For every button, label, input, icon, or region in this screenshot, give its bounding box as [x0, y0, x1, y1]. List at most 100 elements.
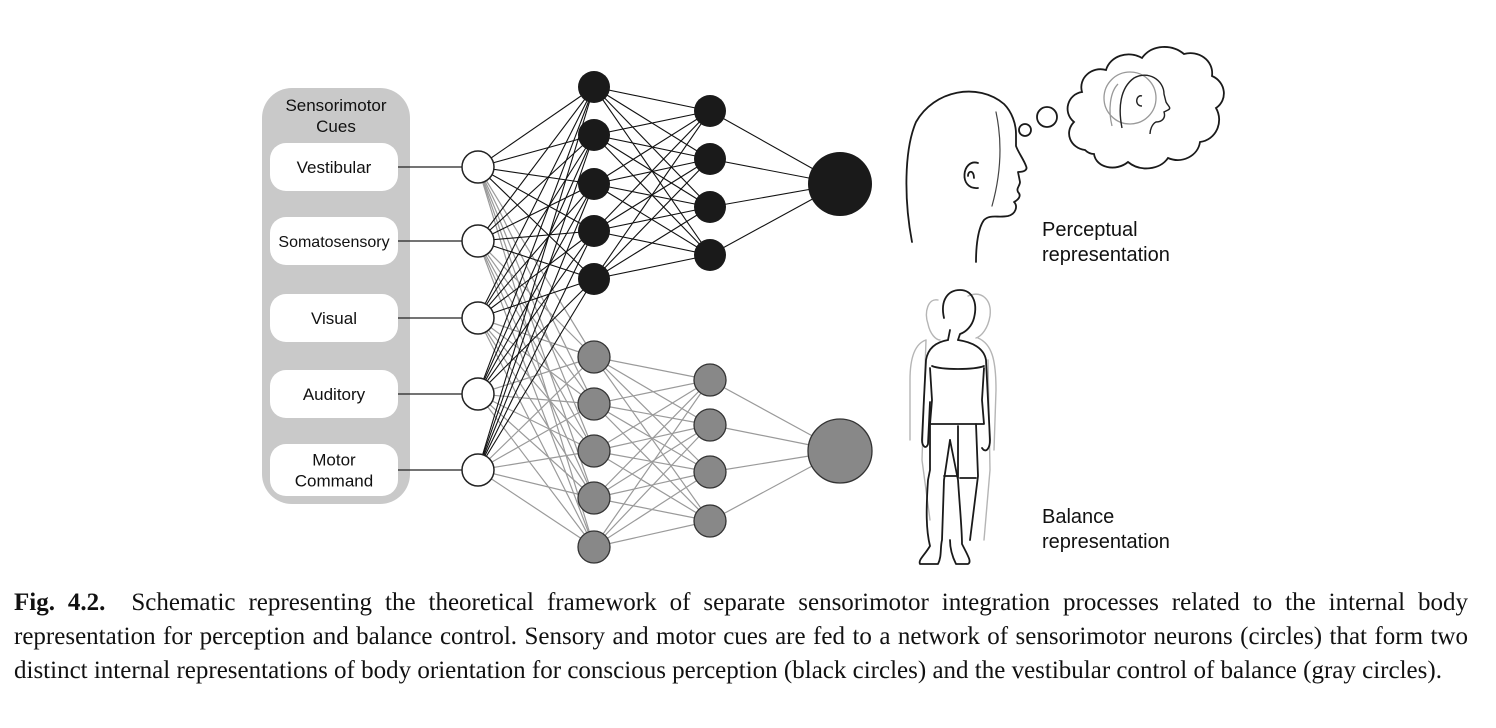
edge-input-to-perception: [477, 86, 595, 168]
perception-node: [578, 168, 610, 200]
schematic-diagram: Sensorimotor Cues VestibularSomatosensor…: [262, 46, 1225, 565]
edge-input-to-perception: [477, 183, 595, 319]
edge-input-to-balance: [477, 166, 595, 452]
head-profile-icon: [905, 90, 1028, 263]
input-node: [461, 377, 495, 411]
edge-input-to-balance: [477, 393, 595, 405]
balance-label-line-1: Balance: [1042, 506, 1114, 528]
cue-label: Somatosensory: [278, 234, 389, 251]
edge-balance-layer: [593, 379, 711, 548]
edge-input-to-balance: [477, 317, 595, 548]
input-node: [461, 301, 495, 335]
figure-caption: Fig. 4.2. Schematic representing the the…: [14, 586, 1468, 688]
balance-node: [693, 408, 727, 442]
edge-input-to-perception: [477, 134, 595, 471]
neuron-nodes: [461, 71, 873, 564]
input-node: [461, 453, 495, 487]
edge-input-to-balance: [477, 317, 595, 452]
edge-input-to-perception: [477, 183, 595, 395]
perception-node: [578, 119, 610, 151]
edge-input-to-balance: [477, 317, 595, 358]
edge-input-to-perception: [477, 166, 595, 232]
edge-input-to-perception: [477, 86, 595, 395]
perception-node: [694, 143, 726, 175]
edge-perception-layer: [593, 110, 711, 280]
edge-input-to-perception: [477, 230, 595, 471]
input-node: [461, 224, 495, 258]
edge-input-to-perception: [477, 86, 595, 471]
cue-label: Vestibular: [297, 158, 372, 177]
edge-input-to-perception: [477, 230, 595, 395]
panel-title-line-1: Sensorimotor: [285, 96, 386, 115]
edge-input-to-balance: [477, 393, 595, 499]
edge-perception-layer: [593, 158, 711, 280]
edge-balance-layer: [593, 424, 711, 499]
edge-perception-layer: [593, 110, 711, 136]
edge-input-to-balance: [477, 240, 595, 452]
cue-label: Command: [295, 472, 373, 491]
edge-balance-layer: [593, 379, 711, 499]
edge-input-to-balance: [477, 166, 595, 405]
edge-input-to-perception: [477, 278, 595, 319]
edge-input-to-perception: [477, 166, 595, 280]
edge-perception-layer: [593, 86, 711, 112]
edge-input-to-balance: [477, 317, 595, 499]
perception-node: [694, 95, 726, 127]
edge-input-to-balance: [477, 469, 595, 499]
edge-input-to-balance: [477, 317, 595, 405]
balance-node: [577, 387, 611, 421]
perceptual-label-line-2: representation: [1042, 244, 1170, 266]
perceptual-label-line-1: Perceptual: [1042, 219, 1138, 241]
cue-label: Auditory: [303, 385, 366, 404]
edge-input-to-perception: [477, 134, 595, 168]
perception-output-node: [808, 152, 872, 216]
edge-balance-layer: [593, 379, 711, 405]
perception-node: [694, 191, 726, 223]
edge-input-to-balance: [477, 403, 595, 471]
edge-balance-layer: [593, 403, 711, 426]
edge-input-to-balance: [477, 166, 595, 548]
edge-balance-layer: [593, 356, 711, 381]
edge-input-to-balance: [477, 240, 595, 405]
input-node: [461, 150, 495, 184]
edge-balance-layer: [593, 520, 711, 548]
edge-perception-layer: [593, 110, 711, 185]
edge-input-to-balance: [477, 469, 595, 548]
balance-node: [693, 363, 727, 397]
cue-label: Visual: [311, 309, 357, 328]
edge-input-to-perception: [477, 134, 595, 395]
cue-box: [270, 143, 398, 191]
thought-bubble-icon: [1018, 46, 1225, 170]
edge-input-to-balance: [477, 240, 595, 548]
edge-input-to-perception: [477, 86, 595, 319]
edge-balance-layer: [593, 379, 711, 452]
edge-input-to-perception: [477, 183, 595, 471]
edge-input-to-perception: [477, 134, 595, 319]
edge-balance-layer: [593, 356, 711, 426]
caption-label: Fig. 4.2.: [14, 589, 106, 616]
perception-node: [694, 239, 726, 271]
edge-input-to-balance: [477, 393, 595, 452]
perception-node: [578, 71, 610, 103]
edge-input-to-perception: [477, 278, 595, 471]
edge-input-to-perception: [477, 278, 595, 395]
caption-text: Schematic representing the theoretical f…: [14, 589, 1469, 684]
balance-node: [693, 455, 727, 489]
cue-boxes: VestibularSomatosensoryVisualAuditoryMot…: [270, 143, 462, 496]
edge-balance-layer: [593, 424, 711, 452]
edge-input-to-balance: [477, 450, 595, 471]
edge-input-to-perception: [477, 86, 595, 242]
edge-input-to-perception: [477, 230, 595, 319]
standing-body-icon: [909, 289, 997, 565]
balance-node: [693, 504, 727, 538]
balance-output-node: [807, 418, 873, 484]
edge-input-to-balance: [477, 393, 595, 548]
cue-label: Motor: [312, 451, 356, 470]
edge-input-to-perception: [477, 183, 595, 242]
balance-label-line-2: representation: [1042, 531, 1170, 553]
edge-input-to-perception: [477, 166, 595, 185]
perception-node: [578, 263, 610, 295]
edge-perception-layer: [593, 254, 711, 280]
edge-perception-layer: [593, 206, 711, 280]
edge-input-to-balance: [477, 356, 595, 471]
